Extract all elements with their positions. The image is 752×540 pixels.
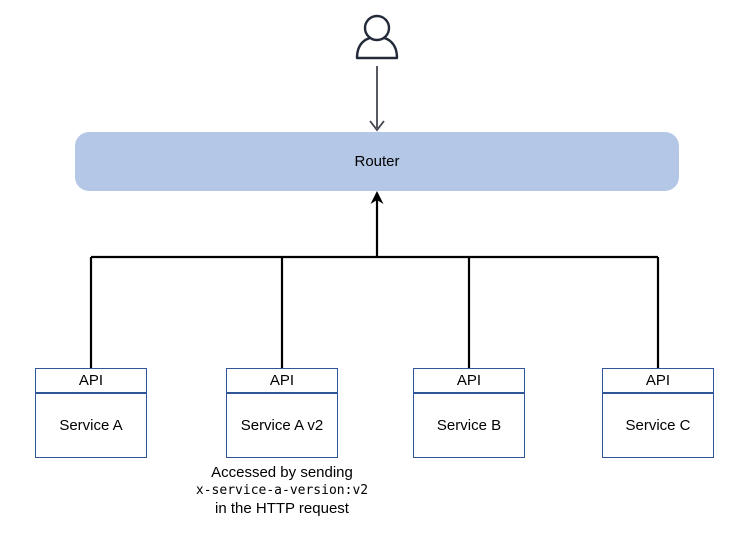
service-name: Service A bbox=[59, 417, 123, 434]
annotation-line-3: in the HTTP request bbox=[215, 500, 349, 517]
person-icon bbox=[355, 14, 399, 60]
api-header: API bbox=[414, 369, 524, 394]
api-header: API bbox=[227, 369, 337, 394]
api-label: API bbox=[645, 372, 671, 389]
api-header: API bbox=[36, 369, 146, 394]
api-label: API bbox=[456, 372, 482, 389]
service-name: Service B bbox=[436, 417, 502, 434]
service-box-b: API Service B bbox=[413, 368, 525, 458]
arrow-up-icon bbox=[370, 191, 384, 257]
service-box-a: API Service A bbox=[35, 368, 147, 458]
annotation-header-code: x-service-a-version:v2 bbox=[195, 483, 369, 498]
api-header: API bbox=[603, 369, 713, 394]
service-box-a-v2: API Service A v2 bbox=[226, 368, 338, 458]
service-box-c: API Service C bbox=[602, 368, 714, 458]
router-node: Router bbox=[75, 132, 679, 191]
service-name: Service A v2 bbox=[240, 417, 324, 434]
arrow-down-icon bbox=[369, 66, 385, 132]
service-a-v2-annotation: Accessed by sending x-service-a-version:… bbox=[147, 464, 417, 518]
api-label: API bbox=[78, 372, 104, 389]
router-label: Router bbox=[354, 153, 400, 170]
api-label: API bbox=[269, 372, 295, 389]
annotation-line-1: Accessed by sending bbox=[211, 464, 353, 481]
service-name: Service C bbox=[625, 417, 691, 434]
